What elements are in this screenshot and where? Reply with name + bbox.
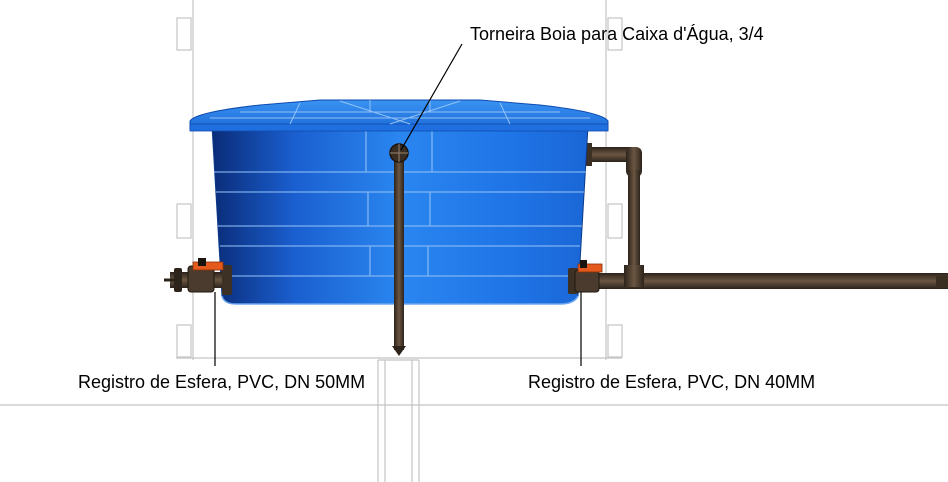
ball-valve-left-label: Registro de Esfera, PVC, DN 50MM (78, 372, 366, 392)
ball-valve-right-label: Registro de Esfera, PVC, DN 40MM (528, 372, 816, 392)
overflow-pipe (584, 143, 644, 287)
outlet-pipe (595, 273, 948, 289)
ball-valve-left (164, 258, 232, 295)
leader-float-valve (400, 43, 463, 151)
tank-lid (189, 99, 609, 132)
ball-valve-right (568, 260, 603, 294)
inlet-pipe (389, 143, 409, 356)
leader-lines (214, 43, 582, 366)
float-valve-label: Torneira Boia para Caixa d'Água, 3/4 (470, 24, 764, 44)
